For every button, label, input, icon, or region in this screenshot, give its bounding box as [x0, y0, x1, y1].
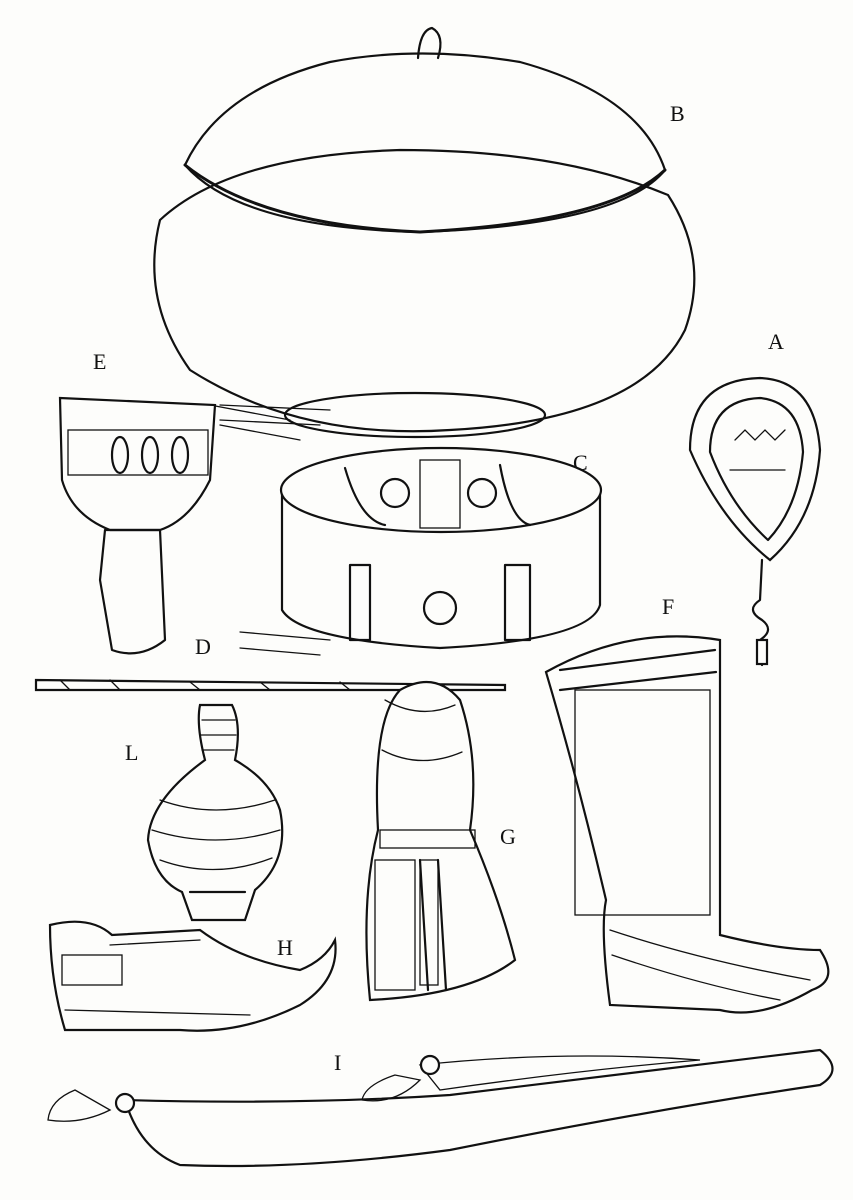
figure-label-c: C [573, 450, 588, 475]
figure-label-i: I [334, 1050, 342, 1075]
rod-illustration [34, 678, 507, 692]
figure-label-a: A [768, 329, 784, 354]
figure-label-f: F [662, 594, 675, 619]
mitten-illustration [365, 680, 517, 1002]
figure-label-b: B [670, 101, 685, 126]
woven-sash-illustration [47, 1048, 834, 1168]
figure-label-e: E [93, 349, 107, 374]
carved-cup-illustration [58, 396, 331, 655]
figure-label-d: D [195, 634, 211, 659]
pointed-shoe-illustration [48, 920, 337, 1032]
oval-box-illustration [239, 446, 603, 656]
turned-vessel-illustration [146, 703, 284, 922]
tall-boot-illustration [544, 635, 830, 1014]
coiled-basket-illustration [153, 26, 696, 441]
figure-label-l: L [125, 740, 139, 765]
carved-spoon-illustration [688, 376, 822, 667]
figure-label-h: H [277, 935, 293, 960]
figure-label-g: G [500, 824, 516, 849]
